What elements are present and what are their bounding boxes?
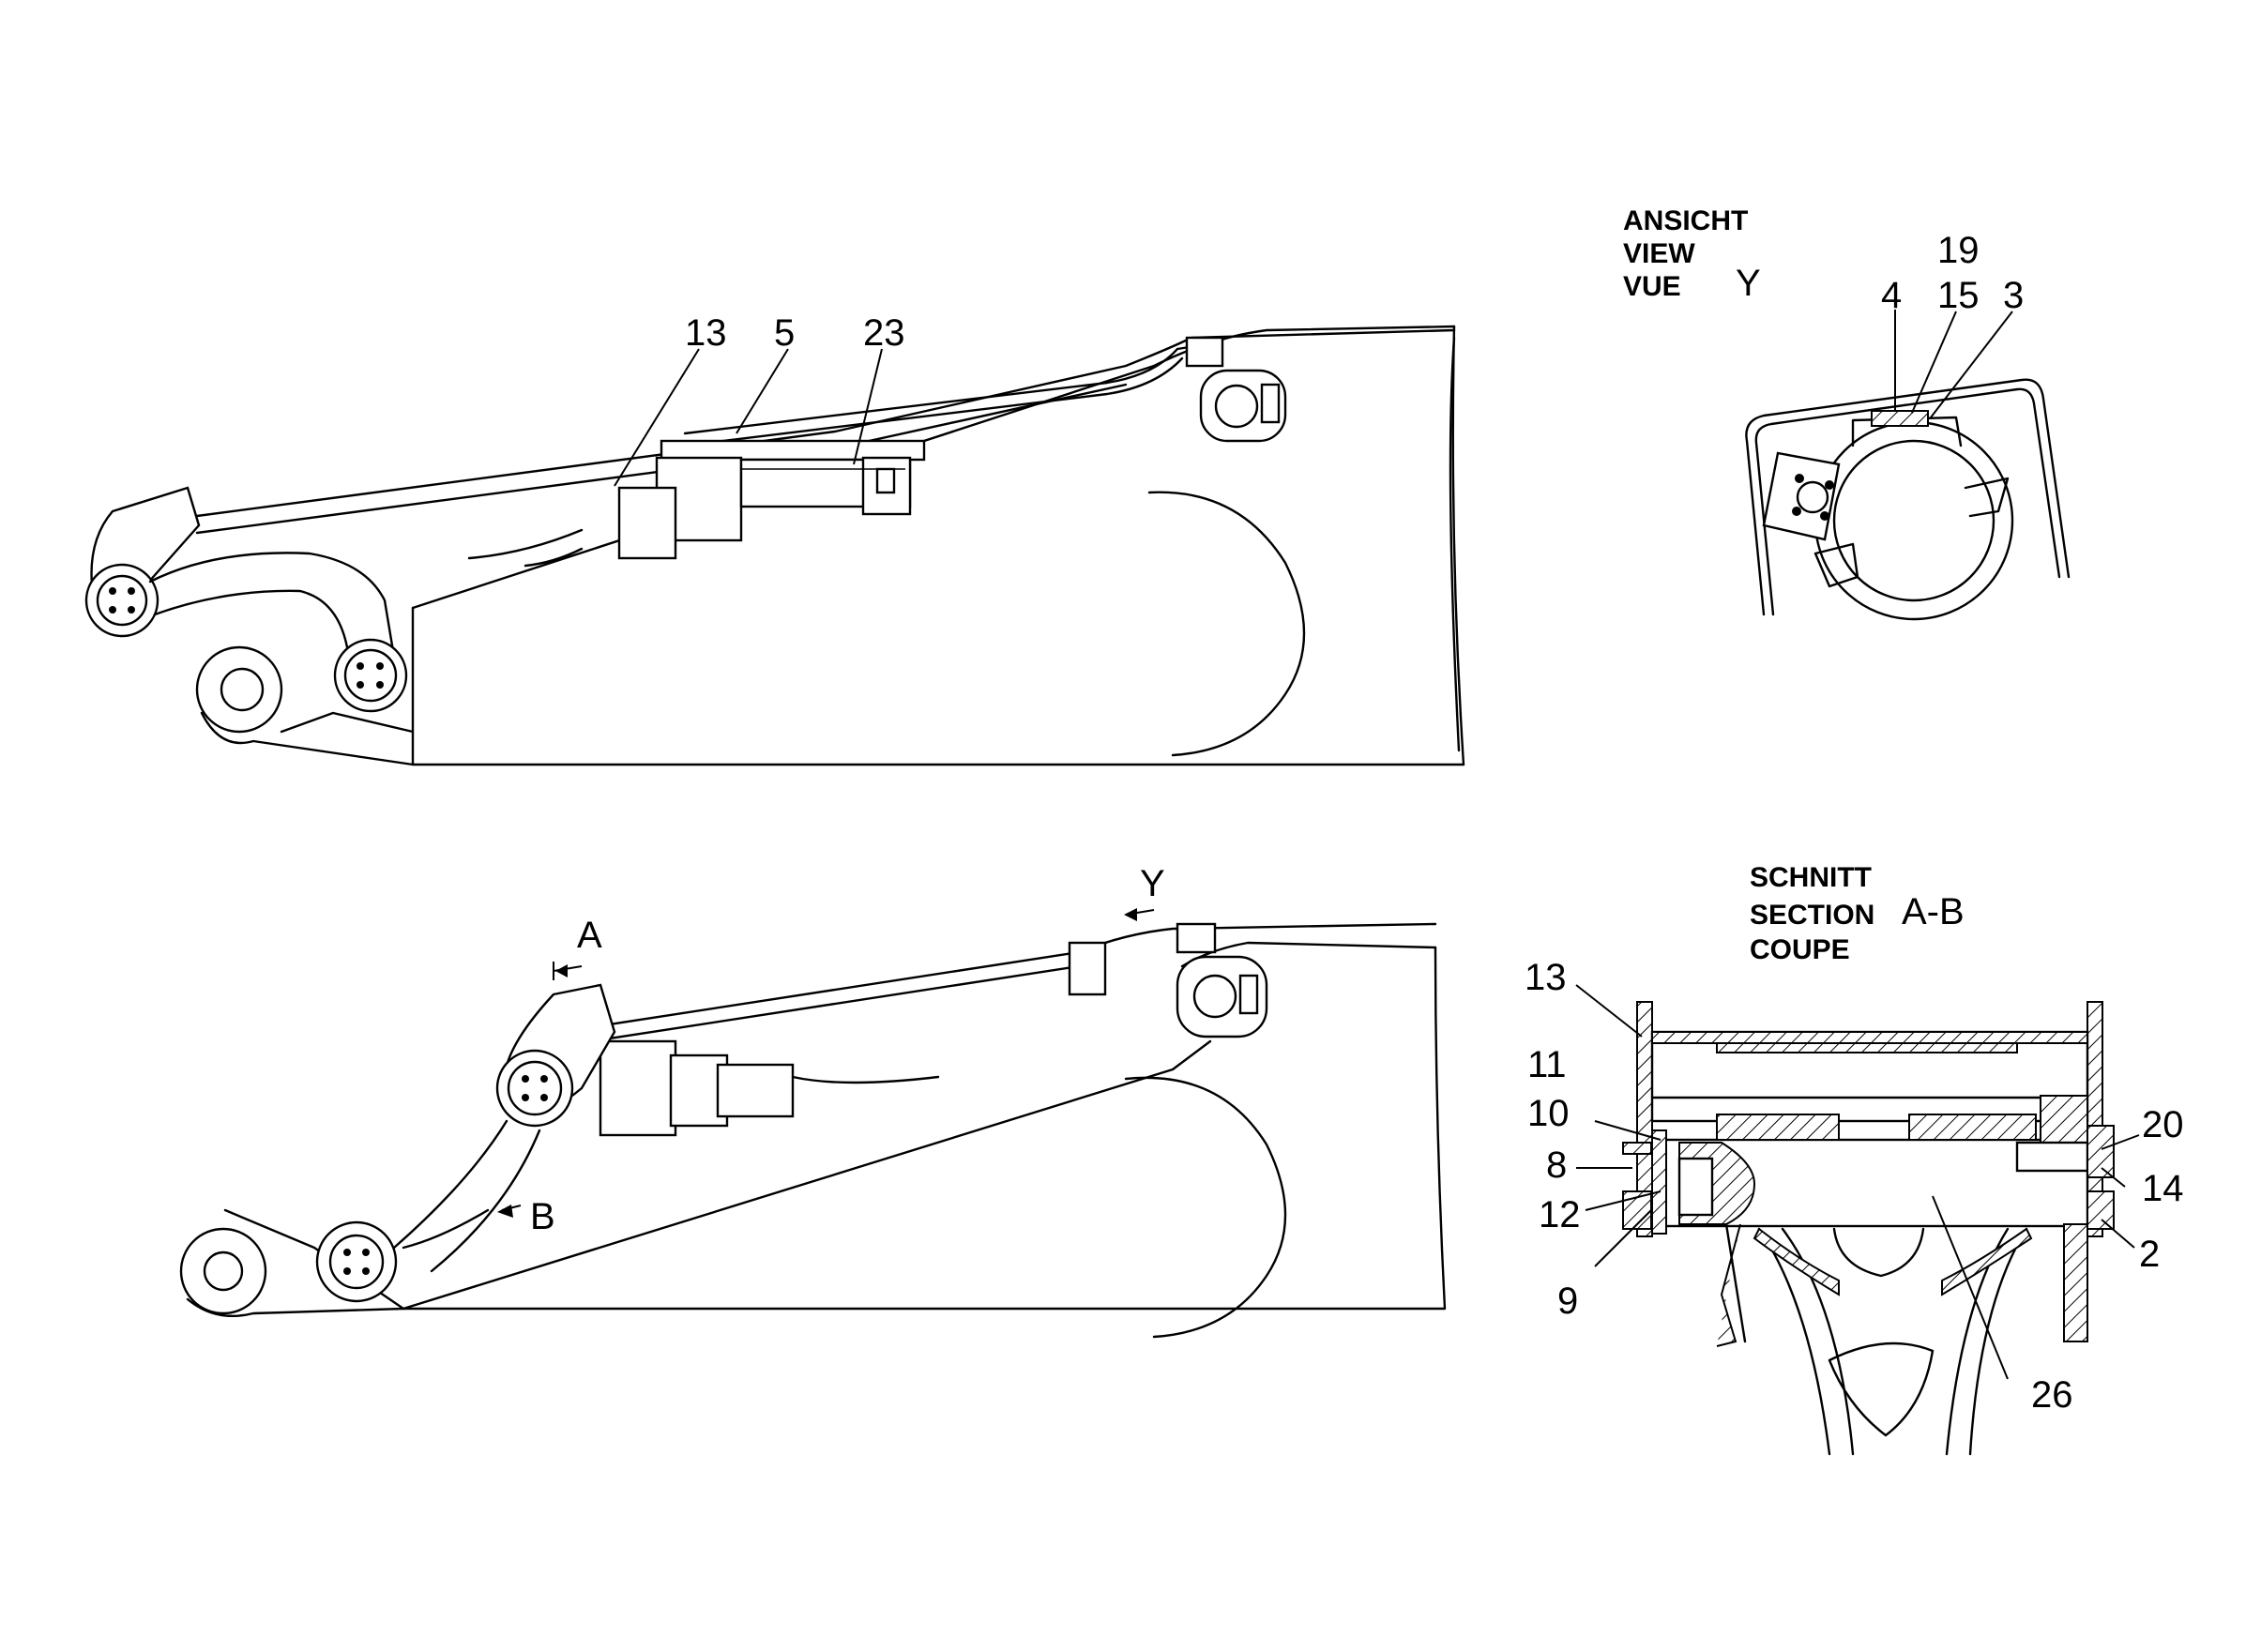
marker-y: Y xyxy=(1140,863,1165,904)
marker-b: B xyxy=(530,1196,555,1237)
callout-13-section: 13 xyxy=(1525,957,1567,998)
view-y-caption-line-2: VIEW xyxy=(1623,238,1695,269)
section-ab-drawing xyxy=(1575,984,2140,1456)
callout-5: 5 xyxy=(774,312,795,354)
view-y-caption-line-1: ANSICHT xyxy=(1623,205,1748,236)
top-arm-assembly xyxy=(84,325,1465,766)
callout-20: 20 xyxy=(2142,1104,2184,1145)
callout-14: 14 xyxy=(2142,1168,2184,1209)
callout-9: 9 xyxy=(1557,1281,1578,1322)
bottom-arm-assembly xyxy=(179,908,1447,1339)
callout-19: 19 xyxy=(1937,230,1980,271)
section-caption-line-2: SECTION xyxy=(1750,900,1874,931)
view-y-drawing xyxy=(1745,310,2071,621)
section-ab-caption: SCHNITT SECTION COUPE A-B xyxy=(1750,862,1965,965)
view-y-caption: ANSICHT VIEW VUE Y xyxy=(1623,205,1761,304)
section-caption-line-1: SCHNITT xyxy=(1750,862,1872,893)
callout-15: 15 xyxy=(1937,275,1980,316)
section-caption-line-3: COUPE xyxy=(1750,934,1850,965)
bottom-view-markers: A B Y xyxy=(530,863,1165,1237)
callout-13-top: 13 xyxy=(685,312,727,354)
callout-2: 2 xyxy=(2139,1234,2160,1275)
top-view-callouts: 13 5 23 xyxy=(685,312,905,354)
callout-23: 23 xyxy=(863,312,905,354)
section-letter: A-B xyxy=(1902,891,1965,932)
callout-10: 10 xyxy=(1527,1093,1570,1134)
marker-a: A xyxy=(577,915,602,956)
view-y-letter: Y xyxy=(1736,263,1761,304)
callout-11: 11 xyxy=(1527,1044,1567,1085)
callout-8: 8 xyxy=(1546,1144,1567,1186)
callout-3: 3 xyxy=(2003,275,2024,316)
view-y-callouts: 19 4 15 3 xyxy=(1881,230,2024,316)
callout-4: 4 xyxy=(1881,275,1902,316)
callout-12: 12 xyxy=(1539,1194,1581,1235)
section-ab-callouts: 13 11 10 8 12 9 20 14 2 26 xyxy=(1525,957,2184,1416)
view-y-caption-line-3: VUE xyxy=(1623,271,1681,302)
callout-26: 26 xyxy=(2031,1374,2073,1416)
